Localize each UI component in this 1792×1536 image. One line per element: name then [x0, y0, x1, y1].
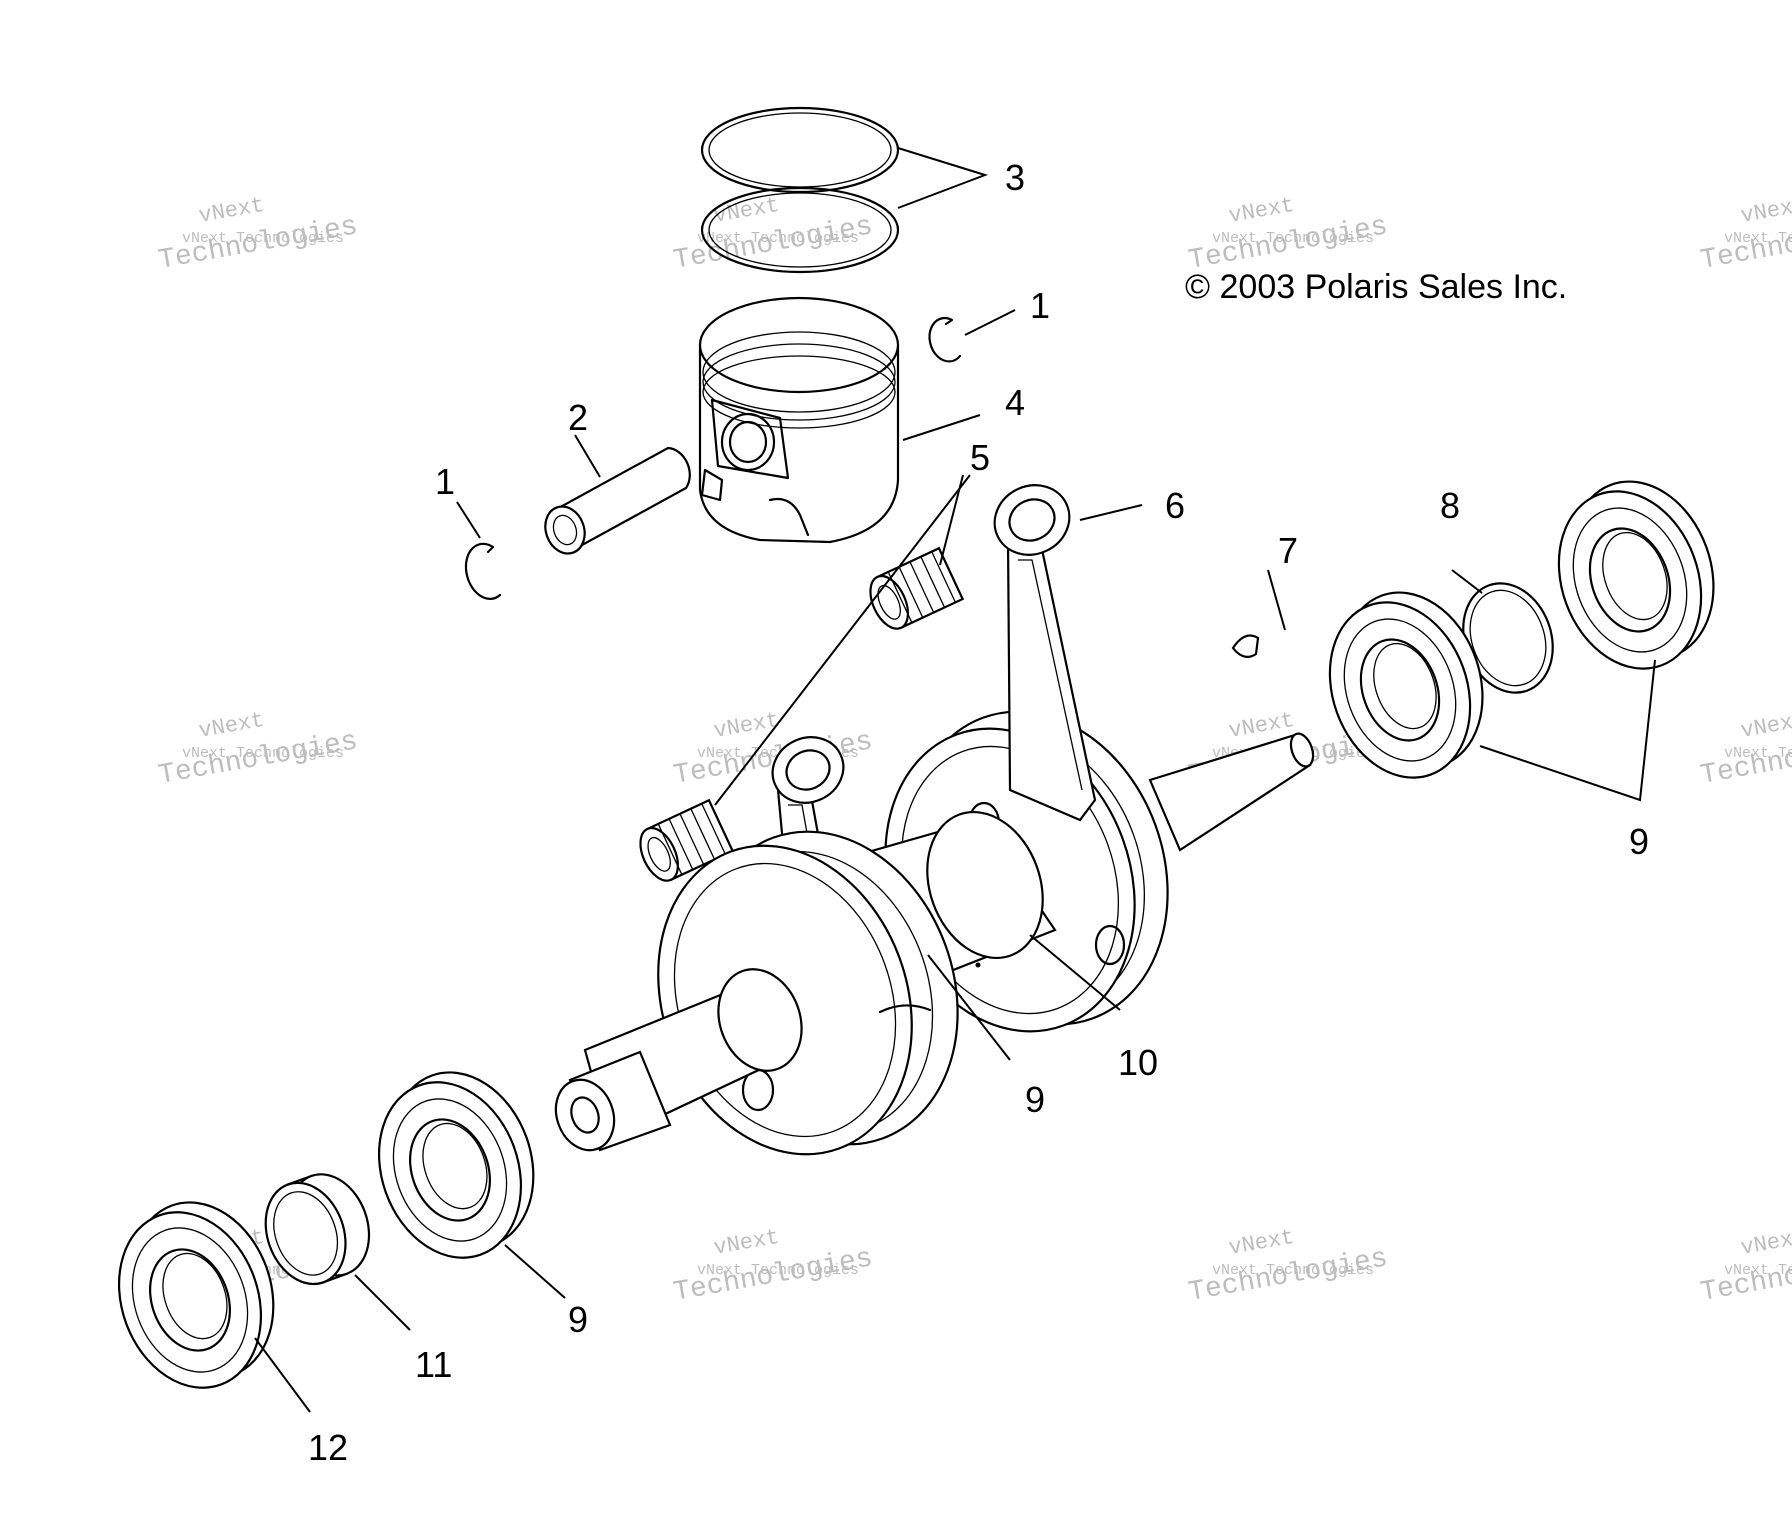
connecting-rod-right	[993, 484, 1097, 822]
watermark-line1: vNext	[712, 1225, 781, 1261]
needle-bearing-upper	[869, 546, 965, 630]
watermark-line2: vNext Technologies	[182, 745, 344, 762]
watermark-line3: Technologies	[156, 726, 360, 792]
watermark-line3: Technologies	[671, 1243, 875, 1309]
watermark: vNext vNext Technologies Technologies	[1698, 1225, 1792, 1309]
callouts: 3 1 4 2 1 5 6 7 8 9 10 9 9 11 12	[308, 157, 1649, 1468]
callout-6: 6	[1165, 485, 1185, 526]
callout-9-center: 9	[1025, 1079, 1045, 1120]
watermark-line1: vNext	[1739, 193, 1792, 229]
watermark-line2: vNext Technologies	[1724, 230, 1792, 247]
callout-9-right: 9	[1629, 821, 1649, 862]
callout-10: 10	[1118, 1042, 1158, 1083]
oil-seal-left	[117, 1201, 275, 1389]
callout-1-clip-right: 1	[1030, 285, 1050, 326]
callout-11: 11	[415, 1344, 452, 1385]
circlip-right	[928, 317, 962, 363]
watermark: vNext vNext Technologies Technologies	[1186, 193, 1390, 277]
watermark: vNext vNext Technologies Technologies	[1698, 193, 1792, 277]
woodruff-key	[1231, 634, 1260, 659]
bearing-right-inner	[1328, 591, 1484, 779]
watermark: vNext vNext Technologies Technologies	[671, 1225, 875, 1309]
callout-1-clip-left: 1	[435, 461, 455, 502]
watermark-line2: vNext Technologies	[1212, 230, 1374, 247]
watermark-line1: vNext	[197, 708, 266, 744]
watermark-line2: vNext Technologies	[182, 230, 344, 247]
crankshaft-assembly	[554, 484, 1315, 1156]
watermark-line2: vNext Technologies	[697, 230, 859, 247]
watermark: vNext vNext Technologies Technologies	[156, 708, 360, 792]
watermark: vNext vNext Technologies Technologies	[1698, 708, 1792, 792]
watermark-line1: vNext	[1227, 1225, 1296, 1261]
seal-left	[264, 1173, 371, 1286]
watermark-line2: vNext Technologies	[1724, 1262, 1792, 1279]
bearing-left	[377, 1071, 535, 1259]
callout-8: 8	[1440, 485, 1460, 526]
leader-lines	[254, 147, 1656, 1413]
bearing-right-outer	[1557, 480, 1715, 670]
needle-bearing-lower	[639, 798, 735, 882]
callout-9-left: 9	[568, 1299, 588, 1340]
watermark-line3: Technologies	[156, 211, 360, 277]
wrist-pin	[544, 446, 691, 555]
watermark-line2: vNext Technologies	[1724, 745, 1792, 762]
watermark: vNext vNext Technologies Technologies	[1186, 1225, 1390, 1309]
watermark-line2: vNext Technologies	[1212, 1262, 1374, 1279]
watermark-line1: vNext	[712, 708, 781, 744]
circlip-left	[464, 542, 502, 600]
watermark-line1: vNext	[1739, 708, 1792, 744]
callout-4: 4	[1005, 382, 1025, 423]
watermark-line2: vNext Technologies	[697, 1262, 859, 1279]
watermark: vNext vNext Technologies Technologies	[156, 193, 360, 277]
callout-3: 3	[1005, 157, 1025, 198]
watermark-line1: vNext	[1227, 193, 1296, 229]
callout-5: 5	[970, 437, 990, 478]
copyright-text: © 2003 Polaris Sales Inc.	[1185, 268, 1567, 306]
piston	[698, 296, 900, 544]
callout-7: 7	[1278, 530, 1298, 571]
watermark-line1: vNext	[197, 193, 266, 229]
callout-2: 2	[568, 397, 588, 438]
watermark-line3: Technologies	[1186, 1243, 1390, 1309]
callout-12: 12	[308, 1427, 348, 1468]
watermark-line1: vNext	[1739, 1225, 1792, 1261]
piston-rings	[700, 106, 900, 274]
